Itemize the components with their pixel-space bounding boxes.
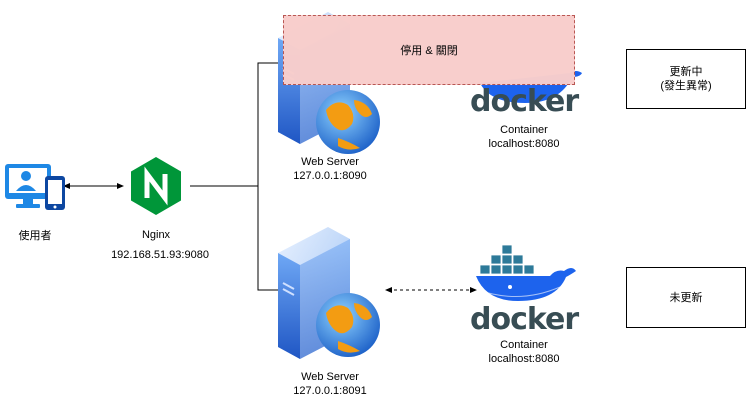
status-box-bottom: 未更新 xyxy=(626,267,746,328)
web-server-top-label: Web Server xyxy=(301,156,359,168)
web-server-bottom-icon xyxy=(278,227,380,359)
container-top-address: localhost:8080 xyxy=(488,138,560,150)
nginx-logo-icon xyxy=(131,157,181,215)
web-server-bottom-address: 127.0.0.1:8091 xyxy=(293,385,367,397)
container-bottom-address: localhost:8080 xyxy=(488,353,560,365)
status-top-line2: (發生異常) xyxy=(660,80,712,92)
status-bottom-label: 未更新 xyxy=(669,291,703,304)
docker-wordmark-bottom: docker xyxy=(470,302,579,337)
docker-whale-bottom-icon xyxy=(475,244,576,301)
branch-top-line xyxy=(257,62,278,291)
container-bottom-label: Container xyxy=(500,339,548,351)
docker-wordmark-top: docker xyxy=(470,84,579,119)
web-server-bottom-label: Web Server xyxy=(301,371,359,383)
nginx-label: Nginx xyxy=(141,229,171,241)
disable-close-overlay: 停用 & 關閉 xyxy=(283,15,575,85)
status-box-top: 更新中 (發生異常) xyxy=(626,49,746,109)
user-computer-icon xyxy=(5,164,65,210)
container-top-label: Container xyxy=(500,124,548,136)
nginx-address: 192.168.51.93:9080 xyxy=(111,249,209,261)
web-server-top-address: 127.0.0.1:8090 xyxy=(293,170,367,182)
user-label: 使用者 xyxy=(18,230,52,242)
status-top-line1: 更新中 xyxy=(669,66,703,78)
overlay-label: 停用 & 關閉 xyxy=(400,45,458,57)
connector-lines xyxy=(63,62,477,293)
